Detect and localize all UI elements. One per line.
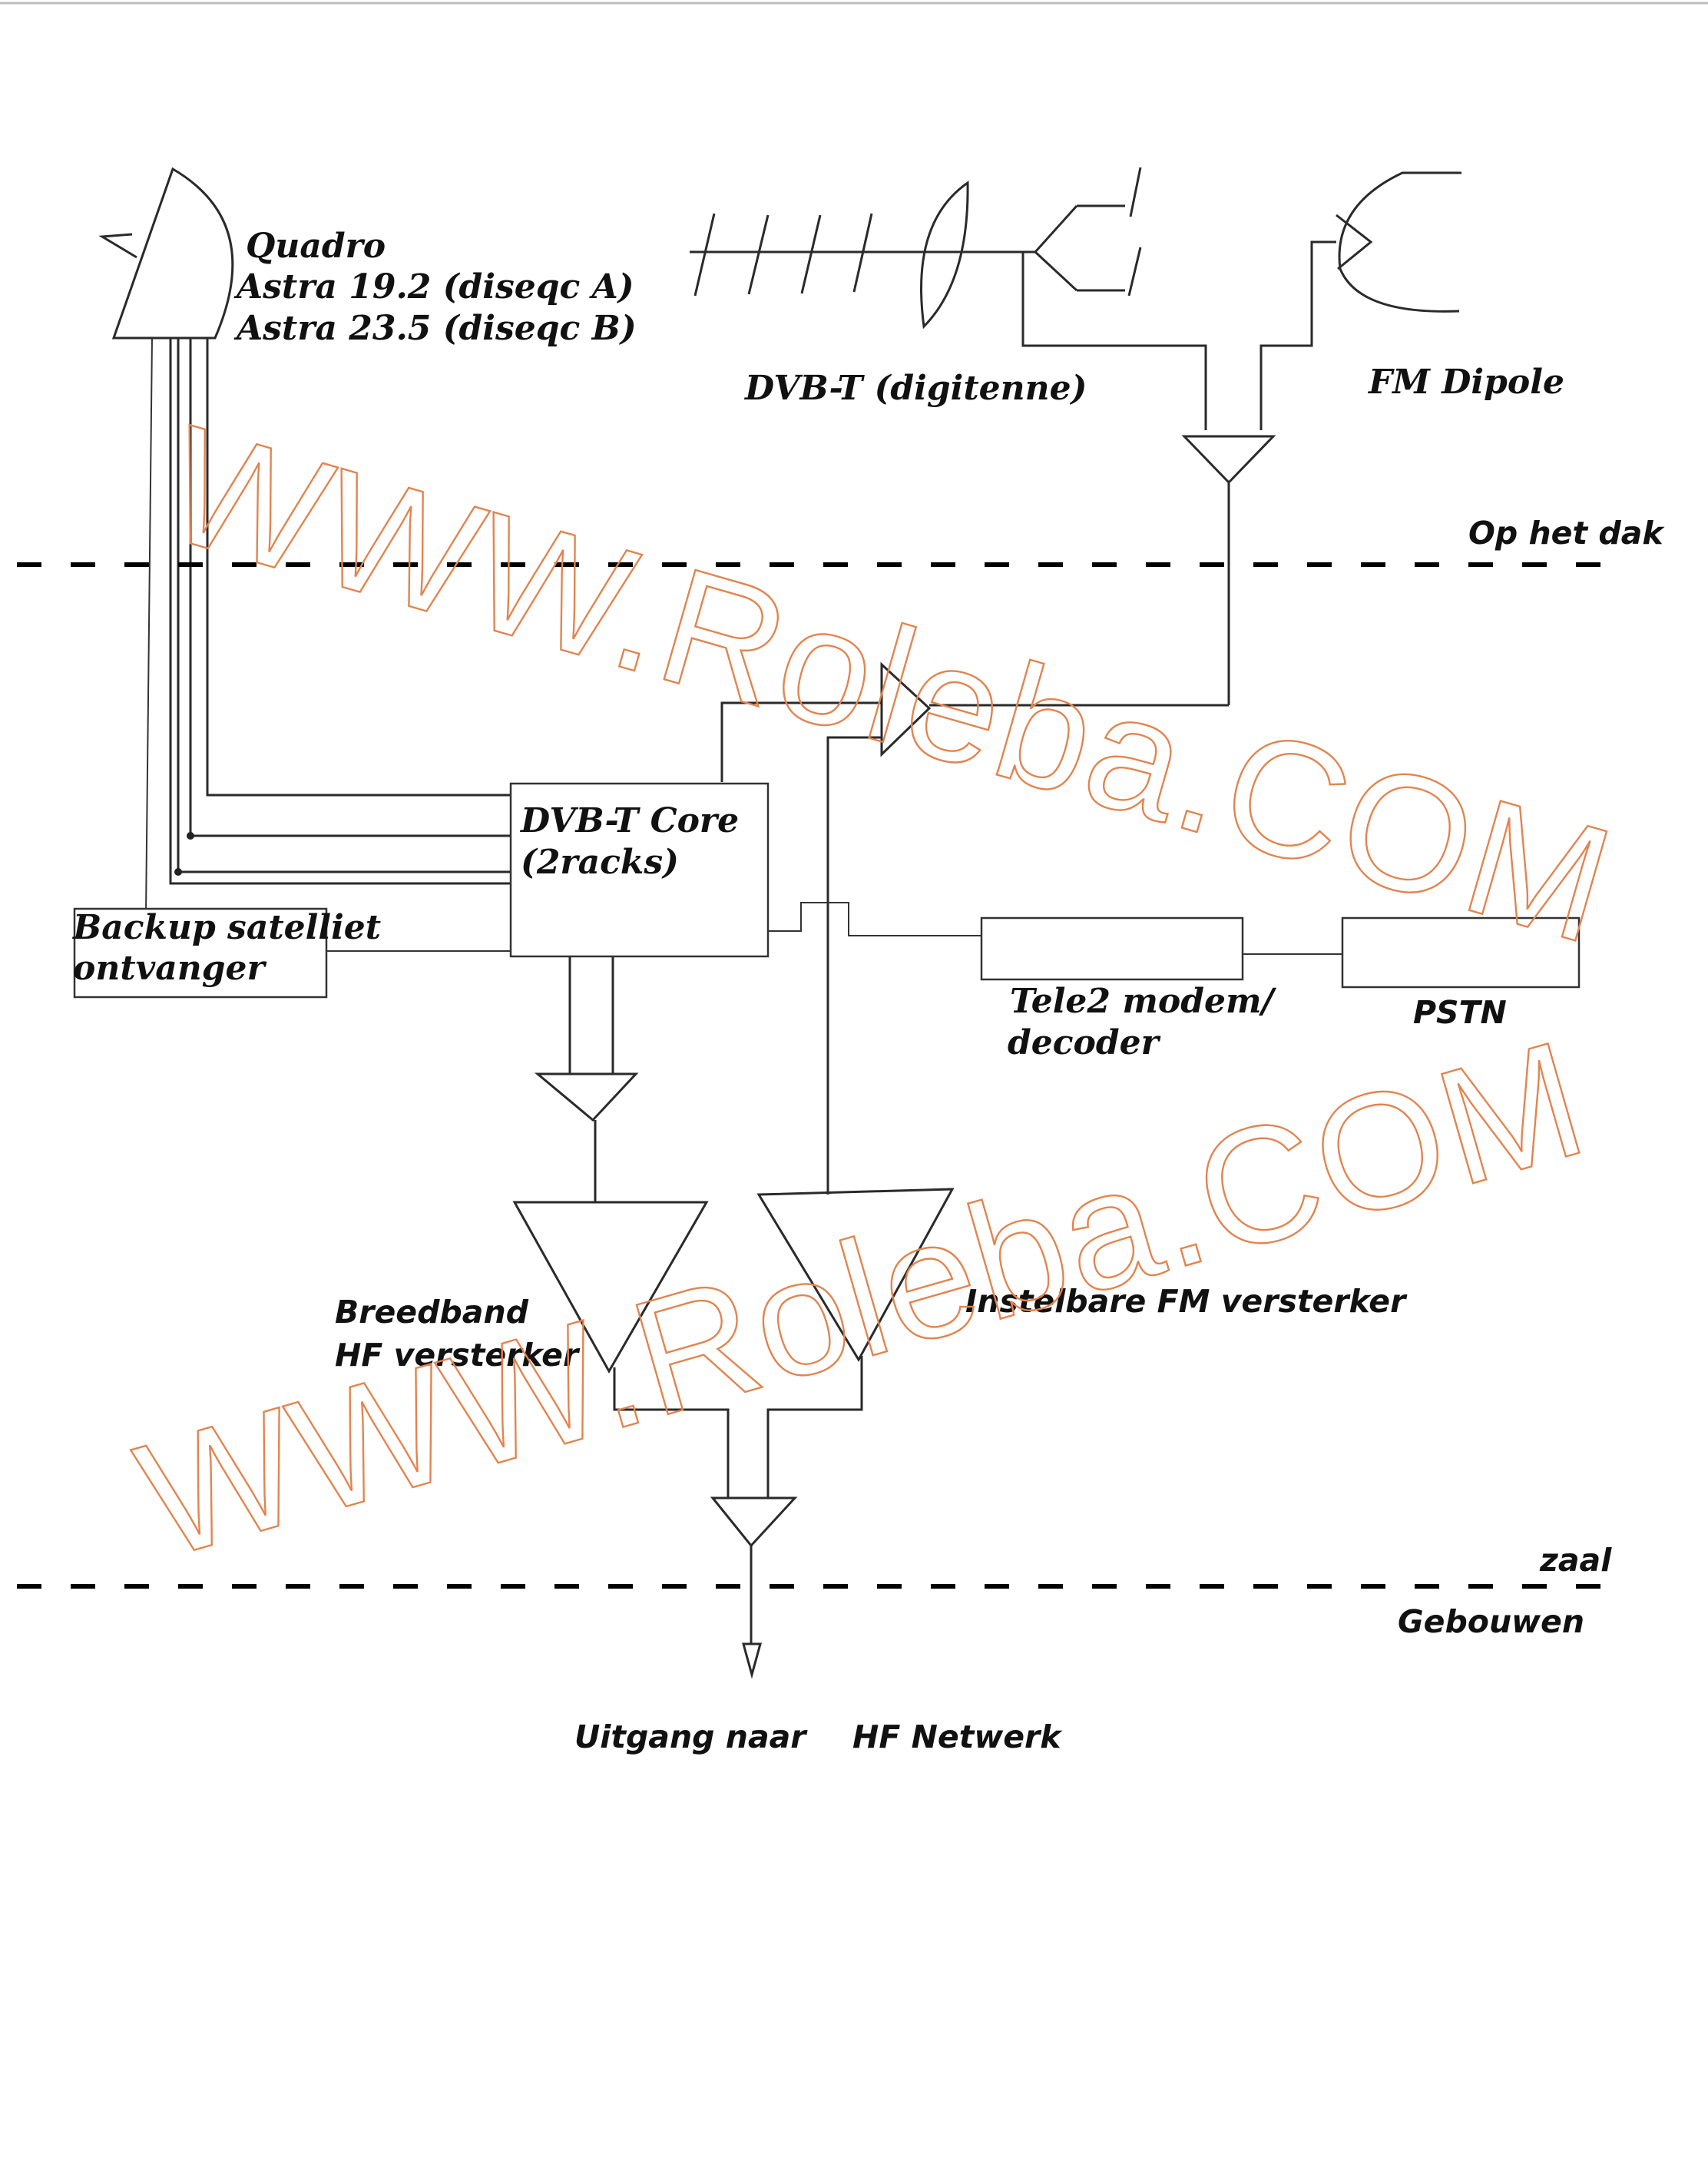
dvbt-core-box (509, 782, 770, 958)
backup-label-line2: ontvanger (73, 949, 266, 988)
astra-a-label: Astra 19.2 (diseqc A) (233, 267, 634, 307)
fm-amplifier-label: Instelbare FM versterker (965, 1283, 1408, 1320)
zaal-label: zaal (1539, 1542, 1612, 1579)
core-output-lines (534, 956, 639, 1202)
pstn-box (1341, 916, 1581, 989)
satellite-cables (145, 337, 511, 915)
roof-label: Op het dak (1468, 515, 1665, 552)
output-label-a: Uitgang naar (574, 1718, 808, 1755)
watermark-upper: WWW.Roleba.COM (147, 390, 1632, 979)
pstn-label: PSTN (1413, 994, 1507, 1031)
tele2-modem-box (980, 916, 1244, 981)
output-label-b: HF Netwerk (852, 1718, 1063, 1755)
core-modem-link (768, 902, 981, 936)
core-label-line1: DVB-T Core (519, 801, 739, 840)
quadro-label: Quadro (246, 227, 386, 266)
satellite-dish-icon (98, 167, 234, 340)
yagi-antenna-icon (690, 167, 1207, 430)
fm-feed-amplifier (720, 661, 1229, 1195)
modem-label-line1: Tele2 modem/ (1010, 982, 1277, 1021)
fm-dipole-icon (1259, 171, 1461, 430)
broadband-label-line2: HF versterker (335, 1337, 581, 1374)
core-label-line2: (2racks) (521, 843, 679, 882)
backup-label-line1: Backup satelliet (71, 908, 381, 947)
modem-label-line2: decoder (1008, 1023, 1161, 1062)
astra-b-label: Astra 23.5 (diseqc B) (233, 309, 637, 348)
broadband-hf-amplifier (512, 1201, 730, 1498)
fm-amplifier (756, 1188, 955, 1498)
broadband-label-line1: Breedband (335, 1294, 529, 1331)
fm-dipole-label: FM Dipole (1367, 363, 1564, 402)
backup-receiver-box (73, 907, 328, 999)
dvbt-antenna-label: DVB-T (digitenne) (743, 369, 1087, 408)
roof-amplifier (1181, 435, 1276, 705)
output-amplifier (710, 1496, 798, 1679)
buildings-label: Gebouwen (1398, 1603, 1584, 1640)
